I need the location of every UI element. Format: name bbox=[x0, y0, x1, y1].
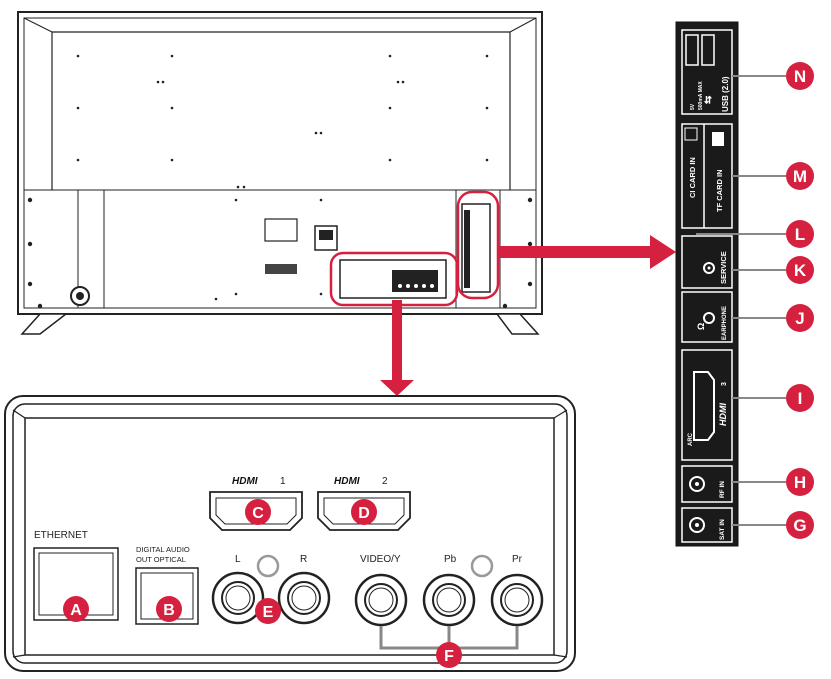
marker-n-text: N bbox=[794, 67, 806, 86]
marker-h-text: H bbox=[794, 473, 806, 492]
video-y-label: VIDEO/Y bbox=[360, 554, 401, 565]
video-ground-marker bbox=[470, 554, 494, 578]
tv-rear-view bbox=[17, 11, 543, 335]
arrow-down bbox=[380, 300, 414, 396]
pr-label: Pr bbox=[512, 554, 523, 565]
hdmi2-number: 2 bbox=[382, 476, 388, 487]
rf-in-label: RF IN bbox=[719, 481, 726, 498]
letter-markers: A B C D E F G H I J K L M N bbox=[63, 62, 814, 668]
marker-d-text: D bbox=[358, 505, 370, 522]
arrow-right bbox=[498, 235, 676, 269]
tv-body bbox=[17, 11, 543, 315]
rear-label-plate bbox=[264, 218, 298, 242]
marker-m bbox=[786, 162, 814, 190]
usb-label: USB (2.0) bbox=[721, 76, 730, 112]
hdmi3-brand: HDMI bbox=[718, 403, 728, 426]
optical-port bbox=[135, 567, 199, 625]
tf-card-icon bbox=[712, 132, 724, 146]
sat-in-label: SAT IN bbox=[719, 519, 726, 540]
marker-e bbox=[255, 598, 281, 624]
marker-i bbox=[786, 384, 814, 412]
optical-label-line2: OUT OPTICAL bbox=[136, 555, 186, 564]
audio-r-label: R bbox=[300, 554, 307, 565]
marker-b-text: B bbox=[163, 602, 175, 619]
marker-k bbox=[786, 256, 814, 284]
usb-port-1 bbox=[685, 34, 699, 66]
marker-k-text: K bbox=[794, 261, 807, 280]
callout-arrows bbox=[380, 235, 676, 396]
marker-l bbox=[786, 220, 814, 248]
usb-rating-1: 5V bbox=[690, 103, 696, 110]
ethernet-label: ETHERNET bbox=[34, 530, 88, 541]
marker-m-text: M bbox=[793, 167, 807, 186]
optical-label-line1: DIGITAL AUDIO bbox=[136, 545, 190, 554]
hdmi1-brand: HDMI bbox=[232, 476, 258, 487]
marker-f-text: F bbox=[444, 648, 454, 665]
hdmi1-number: 1 bbox=[280, 476, 286, 487]
audio-l-label: L bbox=[235, 554, 241, 565]
marker-c-text: C bbox=[252, 505, 264, 522]
tv-leg-left bbox=[20, 313, 69, 335]
tv-leg-right bbox=[495, 313, 540, 335]
sat-in-port bbox=[689, 517, 705, 533]
marker-n bbox=[786, 62, 814, 90]
marker-d bbox=[351, 499, 377, 525]
marker-c bbox=[245, 499, 271, 525]
marker-e-text: E bbox=[263, 604, 274, 621]
bottom-connector-panel: ETHERNET DIGITAL AUDIO OUT OPTICAL HDMI … bbox=[4, 395, 576, 672]
hdmi2-brand: HDMI bbox=[334, 476, 360, 487]
rf-in-port bbox=[689, 476, 705, 492]
service-port bbox=[703, 262, 715, 274]
marker-b bbox=[156, 596, 182, 622]
earphone-label: EARPHONE bbox=[722, 306, 728, 340]
marker-a bbox=[63, 596, 89, 622]
service-label: SERVICE bbox=[719, 251, 728, 284]
usb-rating-2: 500mA MAX bbox=[698, 81, 704, 110]
highlight-side-ports bbox=[456, 190, 500, 300]
marker-h bbox=[786, 468, 814, 496]
hdmi3-port bbox=[693, 371, 715, 441]
marker-j-text: J bbox=[795, 309, 804, 328]
ci-card-icon bbox=[684, 127, 698, 141]
side-leader-lines bbox=[696, 75, 786, 526]
marker-f bbox=[436, 642, 462, 668]
audio-ground-marker bbox=[256, 554, 280, 578]
arc-label: ARC bbox=[688, 432, 694, 446]
marker-g-text: G bbox=[793, 516, 806, 535]
usb-port-2 bbox=[701, 34, 715, 66]
marker-l-text: L bbox=[795, 225, 805, 244]
marker-a-text: A bbox=[70, 602, 82, 619]
power-socket bbox=[314, 225, 338, 251]
side-connector-panel: USB (2.0) 5V 500mA MAX ⇆ CI CARD IN TF C… bbox=[675, 21, 786, 547]
marker-j bbox=[786, 304, 814, 332]
screw-dots bbox=[27, 54, 533, 309]
pb-label: Pb bbox=[444, 554, 457, 565]
usb-icon: ⇆ bbox=[703, 95, 714, 104]
rear-barcode bbox=[265, 264, 297, 274]
marker-g bbox=[786, 511, 814, 539]
marker-i-text: I bbox=[798, 389, 803, 408]
ci-card-label: CI CARD IN bbox=[688, 157, 697, 198]
earphone-port bbox=[703, 312, 715, 324]
headphone-icon: Ω bbox=[696, 323, 706, 330]
hdmi3-number: 3 bbox=[721, 382, 728, 386]
tf-card-label: TF CARD IN bbox=[715, 170, 724, 213]
